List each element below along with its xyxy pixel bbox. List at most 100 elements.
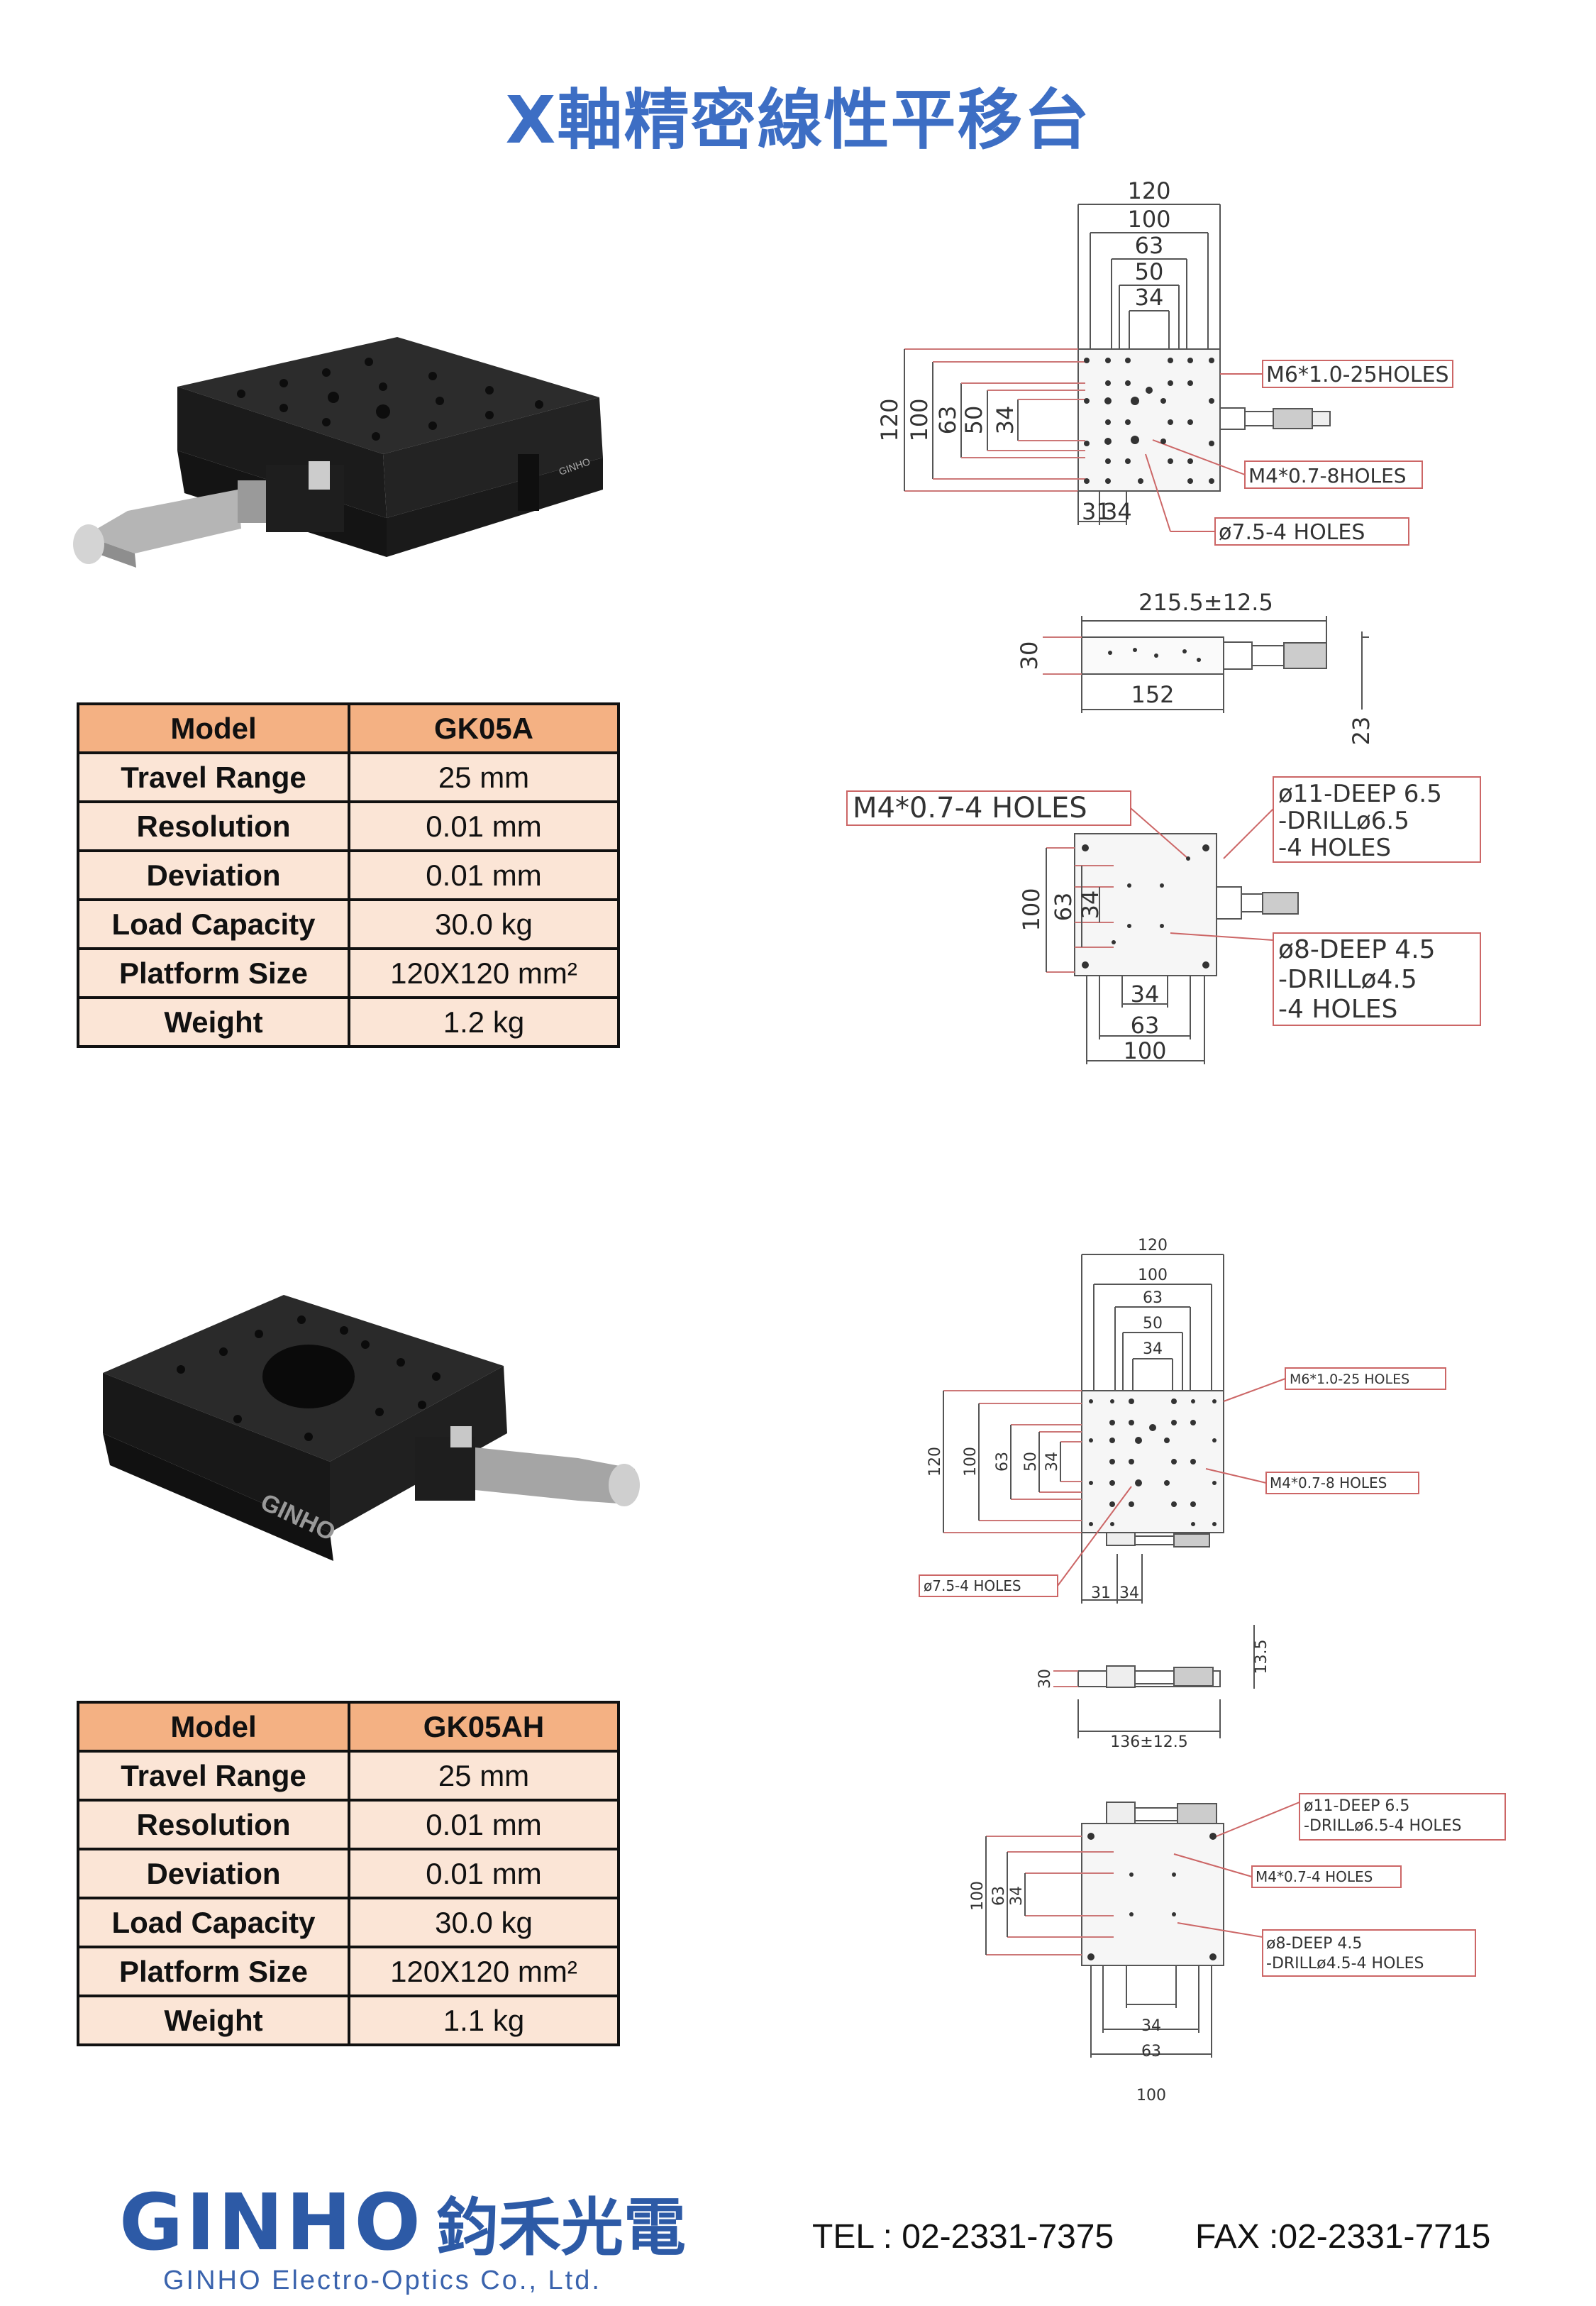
dim-top-height-50: 50 — [1022, 1452, 1040, 1472]
product-photo-gk05ah: GINHO — [103, 1295, 640, 1561]
dim-top-height-100: 100 — [906, 398, 933, 441]
callout-8-deep-line1: ø8-DEEP 4.5 — [1278, 935, 1436, 964]
dim-bottom-width-63: 63 — [1131, 1012, 1160, 1039]
dim-bottom-width-100: 100 — [1136, 2087, 1166, 2104]
spec-header-model: GK05A — [348, 702, 620, 754]
dim-top-height-63: 63 — [934, 406, 961, 435]
spec-value-resolution: 0.01 mm — [348, 800, 620, 852]
callout-m4-8-holes: M4*0.7-8 HOLES — [1270, 1474, 1387, 1491]
spec-label-load-capacity: Load Capacity — [77, 898, 350, 950]
callout-8-deep-line2: -DRILLø4.5 — [1278, 965, 1417, 994]
callout-11-deep-line1: ø11-DEEP 6.5 — [1304, 1797, 1409, 1815]
dim-top-height-63: 63 — [994, 1452, 1012, 1472]
dim-bottom-width-34: 34 — [1141, 2017, 1161, 2035]
dim-top-width-34: 34 — [1135, 284, 1164, 311]
spec-value-weight: 1.1 kg — [348, 1995, 620, 2046]
spec-label-weight: Weight — [77, 1995, 350, 2046]
logo-wordmark: GINHO — [119, 2177, 423, 2268]
dim-top-width-120: 120 — [1138, 1237, 1168, 1254]
callout-7-5-holes: ø7.5-4 HOLES — [924, 1577, 1021, 1594]
dim-side-length: 136±12.5 — [1110, 1733, 1187, 1751]
dim-top-height-34: 34 — [1043, 1452, 1061, 1472]
callout-8-deep-line3: -4 HOLES — [1278, 995, 1397, 1024]
dim-bottom-width-100: 100 — [1123, 1037, 1166, 1064]
spec-value-deviation: 0.01 mm — [348, 1848, 620, 1899]
spec-value-resolution: 0.01 mm — [348, 1799, 620, 1850]
technical-drawing-gk05a: 120 100 63 50 34 120 100 63 50 34 31 34 … — [846, 177, 1481, 1064]
dim-top-width-120: 120 — [1127, 177, 1170, 204]
dim-top-width-63: 63 — [1135, 232, 1164, 259]
spec-value-platform-size: 120X120 mm² — [348, 1946, 620, 1997]
callout-11-deep-line2: -DRILLø6.5 — [1278, 807, 1409, 835]
dim-top-bottom-34: 34 — [1103, 498, 1132, 525]
callout-m4-4-holes: M4*0.7-4 HOLES — [1256, 1868, 1373, 1885]
spec-label-load-capacity: Load Capacity — [77, 1897, 350, 1948]
page-title: X軸精密線性平移台 — [505, 82, 1091, 158]
phone-number: TEL : 02-2331-7375 — [812, 2218, 1114, 2256]
technical-drawing-gk05ah: 120 100 63 50 34 120 100 63 50 34 31 34 … — [919, 1237, 1506, 2104]
callout-m6-holes: M6*1.0-25 HOLES — [1290, 1372, 1409, 1387]
dim-top-height-120: 120 — [926, 1447, 944, 1477]
spec-header-label: Model — [77, 702, 350, 754]
dim-top-height-34: 34 — [992, 406, 1019, 435]
dim-bottom-height-63: 63 — [1050, 893, 1077, 922]
dim-bottom-height-63: 63 — [990, 1886, 1008, 1906]
callout-8-deep-line2: -DRILLø4.5-4 HOLES — [1266, 1955, 1424, 1973]
spec-value-weight: 1.2 kg — [348, 996, 620, 1048]
dim-bottom-height-34: 34 — [1008, 1886, 1026, 1906]
dim-top-bottom-31: 31 — [1091, 1584, 1111, 1602]
spec-label-deviation: Deviation — [77, 1848, 350, 1899]
dim-bottom-width-63: 63 — [1141, 2043, 1161, 2060]
spec-value-deviation: 0.01 mm — [348, 849, 620, 901]
callout-7-5-holes: ø7.5-4 HOLES — [1219, 520, 1365, 545]
dim-side-length: 215.5±12.5 — [1138, 589, 1273, 616]
dim-side-base: 152 — [1131, 681, 1174, 708]
dim-top-width-50: 50 — [1143, 1315, 1163, 1333]
dim-top-bottom-31: 31 — [1082, 498, 1111, 525]
dim-top-height-100: 100 — [962, 1447, 980, 1477]
dim-top-width-100: 100 — [1138, 1267, 1168, 1284]
callout-11-deep-line2: -DRILLø6.5-4 HOLES — [1304, 1817, 1462, 1835]
spec-value-load-capacity: 30.0 kg — [348, 1897, 620, 1948]
spec-value-travel-range: 25 mm — [348, 751, 620, 803]
callout-11-deep-line1: ø11-DEEP 6.5 — [1278, 780, 1442, 808]
dim-side-right: 23 — [1348, 717, 1375, 746]
spec-label-travel-range: Travel Range — [77, 751, 350, 803]
dim-side-right: 13.5 — [1253, 1640, 1270, 1675]
spec-label-platform-size: Platform Size — [77, 947, 350, 999]
spec-label-travel-range: Travel Range — [77, 1750, 350, 1802]
dim-top-bottom-34: 34 — [1119, 1584, 1139, 1602]
fax-number: FAX :02-2331-7715 — [1195, 2218, 1491, 2256]
dim-top-width-100: 100 — [1127, 206, 1170, 233]
callout-m4-8-holes: M4*0.7-8HOLES — [1248, 464, 1407, 487]
dim-top-width-34: 34 — [1143, 1340, 1163, 1358]
callout-11-deep-line3: -4 HOLES — [1278, 834, 1391, 862]
company-name: GINHO Electro-Optics Co., Ltd. — [163, 2266, 602, 2295]
dim-bottom-height-34: 34 — [1077, 890, 1104, 920]
spec-value-travel-range: 25 mm — [348, 1750, 620, 1802]
dim-bottom-height-100: 100 — [1018, 888, 1045, 931]
spec-label-resolution: Resolution — [77, 800, 350, 852]
dim-top-height-50: 50 — [960, 406, 987, 435]
spec-label-resolution: Resolution — [77, 1799, 350, 1850]
spec-label-platform-size: Platform Size — [77, 1946, 350, 1997]
spec-label-weight: Weight — [77, 996, 350, 1048]
logo-chinese-name: 鈞禾光電 — [436, 2191, 686, 2264]
product-photo-gk05a: GINHO — [73, 337, 603, 568]
callout-m6-holes: M6*1.0-25HOLES — [1266, 363, 1449, 387]
dim-top-height-120: 120 — [876, 398, 903, 441]
dim-top-width-50: 50 — [1135, 258, 1164, 285]
spec-value-platform-size: 120X120 mm² — [348, 947, 620, 999]
spec-header-model: GK05AH — [348, 1701, 620, 1753]
dim-top-width-63: 63 — [1143, 1289, 1163, 1307]
dim-side-height: 30 — [1036, 1669, 1054, 1689]
spec-value-load-capacity: 30.0 kg — [348, 898, 620, 950]
dim-side-height: 30 — [1016, 641, 1043, 671]
spec-header-label: Model — [77, 1701, 350, 1753]
spec-label-deviation: Deviation — [77, 849, 350, 901]
dim-bottom-width-34: 34 — [1131, 981, 1160, 1008]
callout-8-deep-line1: ø8-DEEP 4.5 — [1266, 1935, 1362, 1953]
